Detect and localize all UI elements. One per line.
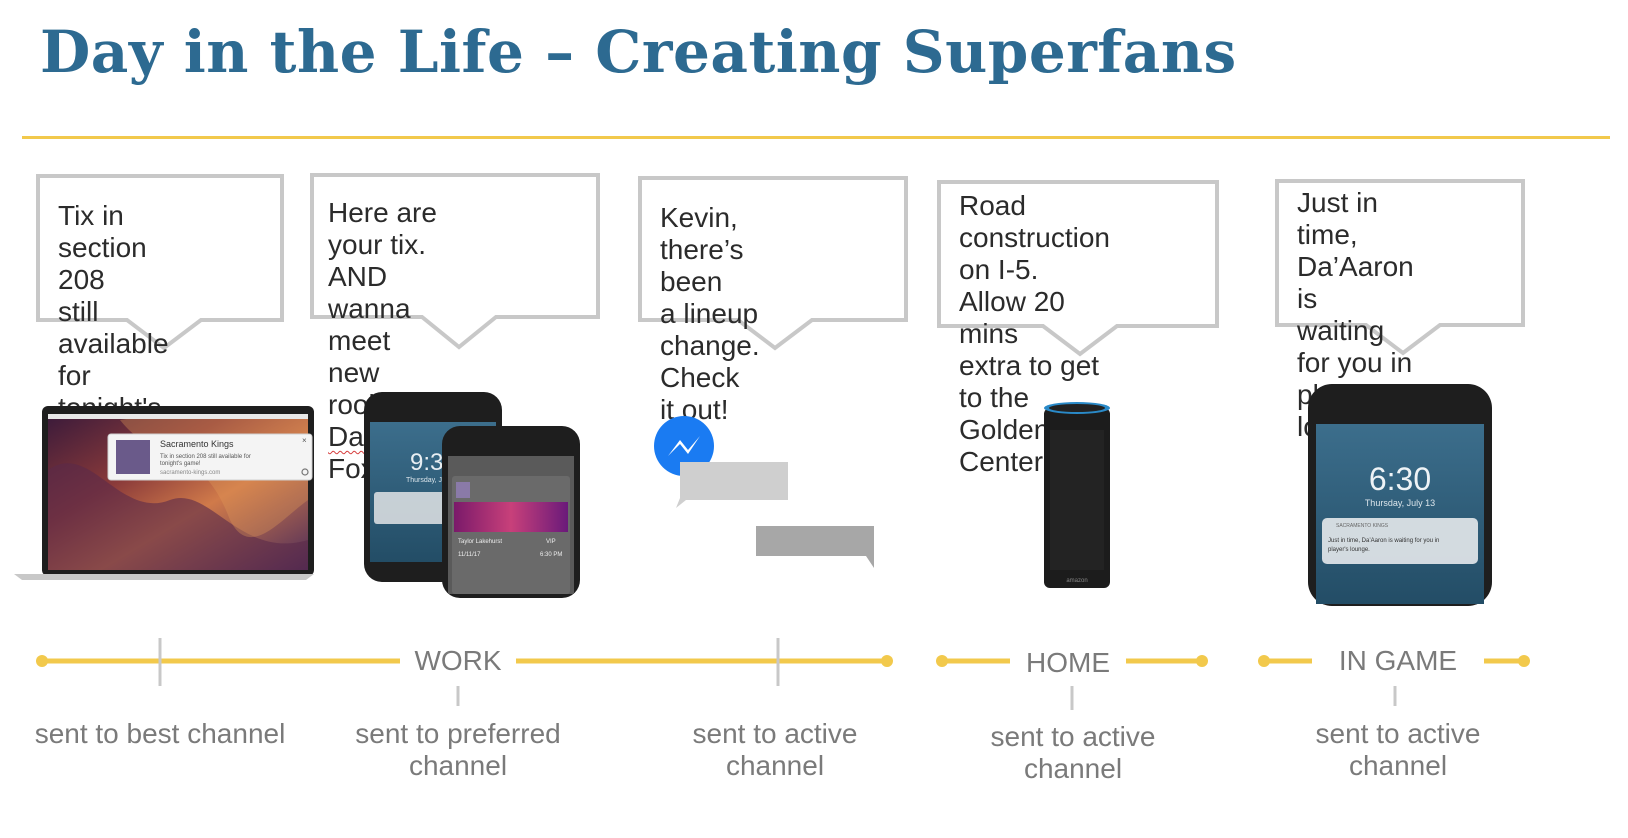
smart-speaker: amazon <box>1044 402 1110 588</box>
ticket-holder: Taylor Lakehurst <box>458 539 502 545</box>
timeline <box>36 638 1530 710</box>
speaker-brand: amazon <box>1066 578 1087 584</box>
channel-label-4: sent to active channel <box>953 721 1193 785</box>
channel-label-3-line-2: channel <box>725 750 825 781</box>
messenger-chat <box>654 416 874 568</box>
message-4-line-3: extra to get to the <box>959 350 1100 413</box>
laptop: Sacramento Kings Tix in section 208 stil… <box>14 406 314 580</box>
phone-1-date: Thursday, J <box>406 477 442 484</box>
ticket-tier: VIP <box>546 539 556 545</box>
message-2-line-2: wanna meet new <box>328 293 411 388</box>
channel-label-5-line-2: channel <box>1348 750 1448 781</box>
chat-bubble-received <box>676 462 788 508</box>
phase-label-work: WORK <box>400 645 516 677</box>
channel-label-3: sent to active channel <box>655 718 895 782</box>
channel-label-2-line-1: sent to preferred <box>355 718 561 749</box>
message-5-line-1: Just in time, <box>1297 187 1378 250</box>
phone-3-notification <box>1322 518 1478 564</box>
kings-logo-icon <box>116 440 150 474</box>
phone-3-app-name: SACRAMENTO KINGS <box>1336 523 1389 529</box>
laptop-notif-domain: sacramento-kings.com <box>160 470 220 476</box>
gear-icon <box>301 468 309 476</box>
message-5-line-2: Da’Aaron is <box>1297 251 1414 314</box>
channel-label-2-line-2: channel <box>408 750 508 781</box>
phone-in-game: 6:30 Thursday, July 13 SACRAMENTO KINGS … <box>1308 384 1492 606</box>
channel-label-2: sent to preferred channel <box>338 718 578 782</box>
phase-label-in-game: IN GAME <box>1312 645 1484 677</box>
ticket-time: 6:30 PM <box>540 552 562 558</box>
phase-label-home: HOME <box>1010 647 1126 679</box>
page-title: Day in the Life – Creating Superfans <box>40 18 1237 86</box>
laptop-notif-body-2: tonight's game! <box>160 461 201 467</box>
laptop-notif-body-1: Tix in section 208 still available for <box>160 454 251 460</box>
phone-1-time: 9:3 <box>410 449 443 476</box>
message-3-line-1: Kevin, there’s been <box>660 202 744 297</box>
bubble-outline <box>310 173 600 350</box>
channel-label-3-line-1: sent to active <box>692 718 858 749</box>
channel-label-5: sent to active channel <box>1278 718 1518 782</box>
phone-3-body-2: player's lounge. <box>1328 547 1370 553</box>
chat-bubble-sent <box>756 526 874 568</box>
bubble-outline <box>1275 179 1525 356</box>
message-2-line-1: Here are your tix. AND <box>328 197 437 292</box>
channel-label-4-line-2: channel <box>1023 753 1123 784</box>
ticket-date: 11/11/17 <box>458 552 481 558</box>
phone-1-notification <box>374 492 448 524</box>
laptop-base <box>14 574 314 580</box>
bubble-outline <box>638 176 908 351</box>
channel-label-1-line-1: sent to best channel <box>34 718 286 749</box>
message-4-line-2: on I-5. Allow 20 mins <box>959 254 1065 349</box>
channel-label-4-line-1: sent to active <box>990 721 1156 752</box>
message-3-line-2: a lineup change. <box>660 298 760 361</box>
phone-3-body-1: Just in time, Da’Aaron is waiting for yo… <box>1328 538 1439 544</box>
phone-3-date: Thursday, July 13 <box>1365 498 1435 508</box>
message-5-line-3: waiting for you in <box>1297 315 1413 378</box>
channel-label-5-line-1: sent to active <box>1315 718 1481 749</box>
message-1-line-1: Tix in section 208 <box>58 200 147 295</box>
phone-ticket-wallet: Taylor Lakehurst VIP 11/11/17 6:30 PM <box>442 426 580 598</box>
laptop-notif-sender: Sacramento Kings <box>160 439 234 449</box>
ticket-photo <box>454 502 568 532</box>
close-icon: × <box>302 436 307 445</box>
title-divider <box>22 136 1610 139</box>
channel-label-1: sent to best channel <box>20 718 300 750</box>
message-4-line-1: Road construction <box>959 190 1110 253</box>
laptop-notification <box>107 433 313 481</box>
message-1-line-2: still available for <box>58 296 169 391</box>
phone-3-time: 6:30 <box>1369 461 1431 497</box>
bubble-outline <box>36 174 284 351</box>
kings-logo-icon <box>456 482 470 498</box>
bubble-outline <box>937 180 1219 357</box>
laptop-menubar <box>48 414 308 419</box>
